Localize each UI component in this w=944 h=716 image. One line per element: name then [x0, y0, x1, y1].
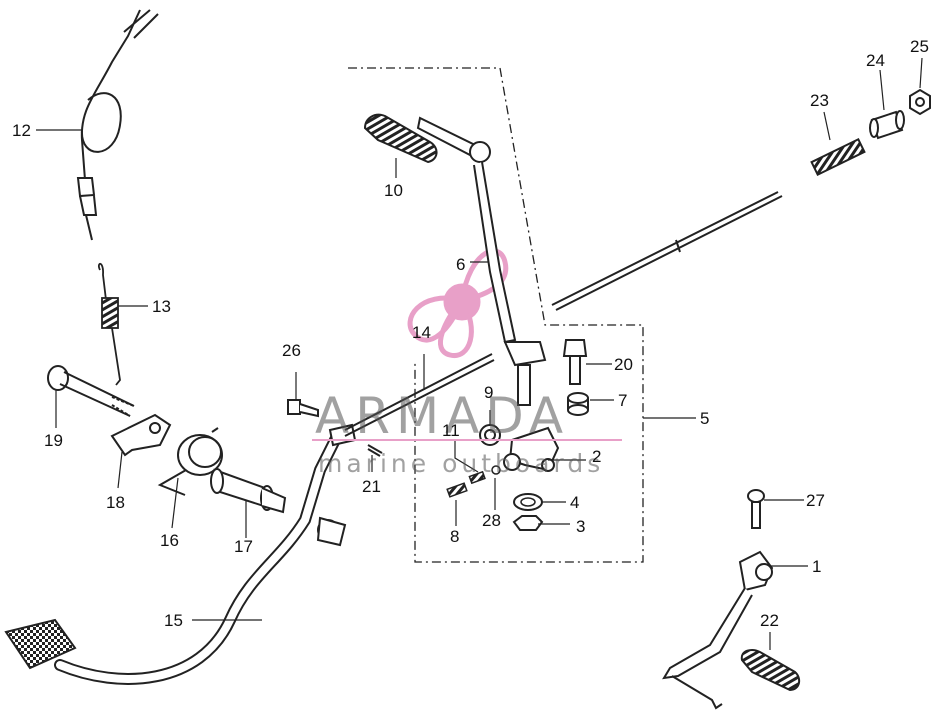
watermark-brand: ARMADA: [315, 387, 569, 445]
part-number: 16: [160, 531, 179, 550]
part-number: 7: [618, 391, 627, 410]
part-number: 26: [282, 341, 301, 360]
part-number: 10: [384, 181, 403, 200]
cable: [76, 9, 159, 241]
shift-lever: [416, 116, 547, 406]
cotter-pin: [367, 444, 383, 457]
part-number: 9: [484, 383, 493, 402]
part-number: 15: [164, 611, 183, 630]
part-number: 14: [412, 323, 431, 342]
watermark-tagline: marine outboards: [318, 449, 604, 478]
part-number: 1: [812, 557, 821, 576]
part-number: 27: [806, 491, 825, 510]
pedal-arm-small: [110, 413, 172, 457]
assembly-boundary: [348, 67, 644, 563]
part-number: 18: [106, 493, 125, 512]
part-number: 12: [12, 121, 31, 140]
small-bolt: [287, 399, 319, 418]
kick-lever: [662, 550, 774, 710]
detent-spring: [468, 470, 486, 485]
linkage-arm: [503, 426, 560, 472]
return-spring: [98, 262, 121, 386]
sleeve: [869, 110, 905, 140]
nut: [512, 515, 544, 531]
part-number: 6: [456, 255, 465, 274]
part-number: 3: [576, 517, 585, 536]
flange-bolt: [562, 339, 588, 385]
shift-grip: [363, 113, 438, 164]
collar: [567, 392, 589, 416]
lever-bolt: [747, 489, 765, 529]
leader-lines: [36, 57, 923, 650]
part-number: 20: [614, 355, 633, 374]
part-number: 2: [592, 447, 601, 466]
pivot-shaft: [210, 468, 287, 514]
brake-rod: [344, 353, 495, 437]
long-bolt: [47, 365, 135, 417]
part-number: 19: [44, 431, 63, 450]
part-number: 22: [760, 611, 779, 630]
part-number: 23: [810, 91, 829, 110]
watermark-logo: [407, 248, 509, 358]
part-number: 25: [910, 37, 929, 56]
part-number: 5: [700, 409, 709, 428]
part-number: 8: [450, 527, 459, 546]
set-screw: [446, 482, 468, 498]
washer-hole: [520, 497, 536, 507]
detent-ball: [491, 465, 501, 475]
part-number: 13: [152, 297, 171, 316]
part-number: 4: [570, 493, 579, 512]
part-number: 11: [442, 421, 460, 440]
cap-nut: [909, 88, 931, 116]
part-number: 24: [866, 51, 885, 70]
part-number: 17: [234, 537, 253, 556]
kick-grip: [740, 649, 801, 692]
shift-rod: [551, 137, 866, 311]
part-number: 28: [482, 511, 501, 530]
part-number: 21: [362, 477, 381, 496]
